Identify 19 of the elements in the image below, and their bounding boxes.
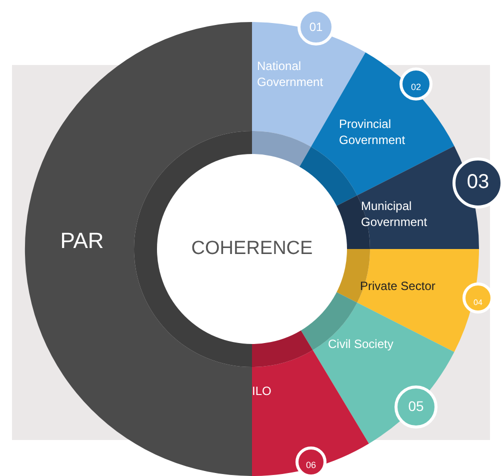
segment-label: Municipal Government — [361, 198, 428, 230]
donut-segment — [300, 291, 454, 444]
step-number: 02 — [410, 80, 422, 94]
number-badge — [452, 158, 503, 208]
segment-label: Provincial Government — [339, 116, 406, 148]
step-number: 04 — [472, 298, 484, 308]
segment-label: Private Sector — [360, 278, 436, 294]
segment-label: Civil Society — [328, 336, 394, 352]
segment-label: PAR — [59, 227, 105, 255]
step-number: 05 — [407, 396, 425, 416]
step-number: 01 — [308, 18, 324, 36]
segment-label: National Government — [257, 58, 324, 90]
center-title: COHERENCE — [190, 237, 314, 261]
number-badge — [298, 8, 334, 46]
number-badge — [462, 282, 494, 314]
number-badge — [296, 446, 326, 476]
step-number: 06 — [304, 458, 317, 472]
segment-label: ILO — [252, 383, 272, 400]
step-number: 03 — [466, 170, 490, 194]
